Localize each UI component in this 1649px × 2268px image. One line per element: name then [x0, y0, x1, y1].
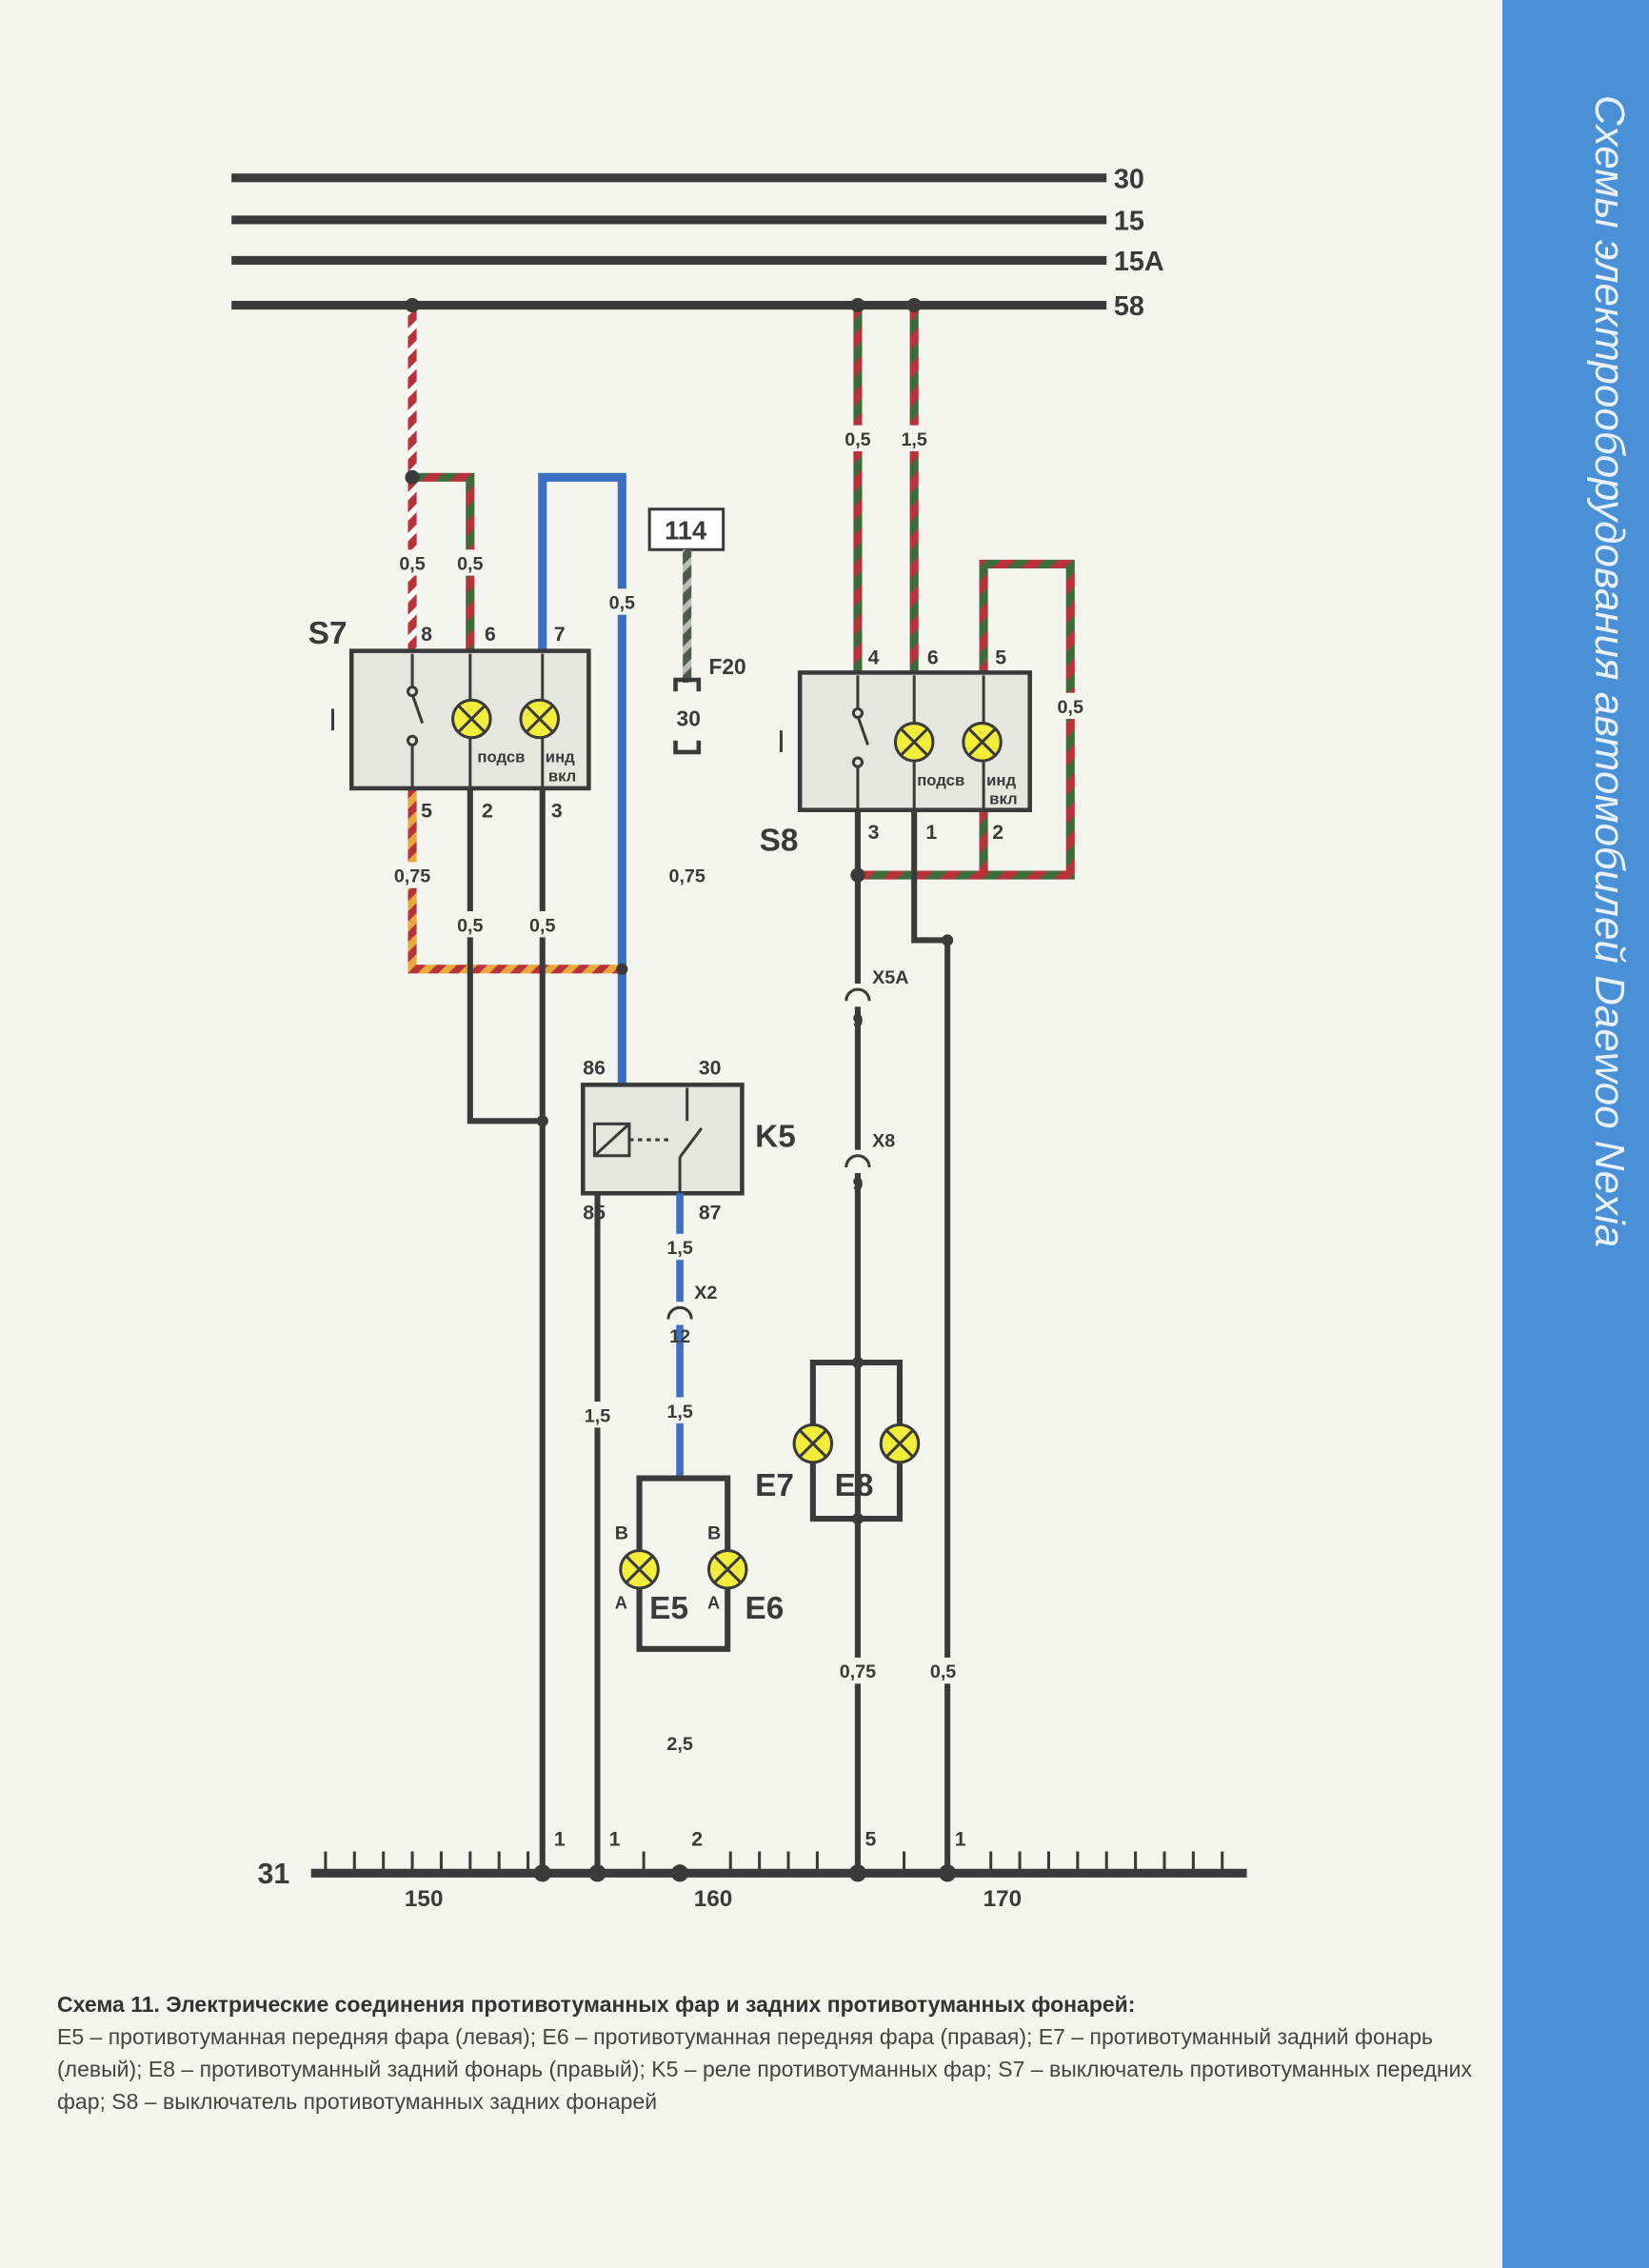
fuse-icon	[673, 677, 702, 755]
wire-size: 0,5	[930, 1661, 956, 1682]
pin-label: 85	[583, 1202, 606, 1224]
pin-label: 1	[925, 821, 937, 844]
connector-label: X5A	[872, 967, 908, 988]
switch-icon	[330, 653, 425, 788]
pin-label: 6	[927, 646, 939, 668]
wire-size: 0,5	[457, 915, 483, 936]
lamp-label-backlight: подсв	[477, 748, 525, 766]
lamp-label-on: вкл	[548, 766, 576, 785]
connector-pin: 9	[852, 1174, 863, 1195]
wire-size: 0,5	[399, 554, 425, 575]
lamp-label-ind: инд	[546, 748, 575, 766]
lamp-label-backlight: подсв	[917, 771, 964, 789]
block-114	[647, 507, 725, 551]
lamp-icon	[962, 722, 1003, 763]
wire-size: 1,5	[666, 1402, 692, 1422]
power-buses	[231, 173, 1107, 310]
s7-wires	[407, 305, 626, 1874]
lamp-icon	[451, 698, 492, 740]
pin-label: 30	[699, 1057, 722, 1080]
wire-size: 0,5	[529, 915, 555, 936]
pin-label: 86	[583, 1057, 606, 1080]
pin-label: 2	[482, 799, 493, 822]
fuse-rating: 30	[677, 706, 701, 731]
pin-label: 3	[551, 799, 563, 822]
wire-size: 0,5	[609, 593, 635, 614]
figure-caption: Схема 11. Электрические соединения проти…	[57, 1988, 1476, 2118]
fuse-label: F20	[708, 654, 745, 679]
pin-label: 5	[995, 646, 1006, 668]
switch-icon	[779, 675, 870, 810]
scale-label: 160	[694, 1886, 733, 1912]
pin-label: 1	[955, 1827, 966, 1850]
connector-pin: 12	[669, 1326, 690, 1347]
pin-label: 4	[868, 646, 880, 668]
ground-label: 31	[258, 1858, 290, 1890]
lamp-e7-icon	[792, 1422, 834, 1464]
pin-label: 6	[485, 623, 496, 646]
pin-label: B	[615, 1522, 628, 1543]
wire-size: 0,75	[394, 866, 430, 887]
ground-bus	[310, 1851, 1247, 1878]
connector-icon	[844, 1154, 871, 1168]
pin-label: 3	[868, 821, 880, 844]
caption-title: Схема 11. Электрические соединения проти…	[57, 1992, 1136, 2017]
scale-label: 170	[983, 1886, 1023, 1912]
bus-58-label: 58	[1114, 291, 1144, 322]
lamp-e8-icon	[879, 1422, 921, 1464]
wire-size: 0,75	[840, 1661, 876, 1682]
wire-size: 0,75	[668, 866, 705, 887]
pin-label: A	[707, 1593, 720, 1612]
lamp-icon	[893, 722, 935, 763]
wire-size: 2,5	[666, 1734, 692, 1755]
k5-relay-box	[581, 1083, 745, 1196]
e7-label: E7	[755, 1468, 794, 1503]
pin-label: 87	[699, 1202, 722, 1224]
wire-size: 0,5	[457, 554, 483, 575]
connector-pin: 9	[852, 1011, 863, 1032]
k5-label: K5	[755, 1120, 796, 1155]
lamp-label-ind: инд	[986, 771, 1016, 789]
bus-30-label: 30	[1114, 164, 1144, 194]
bus-15a-label: 15A	[1114, 247, 1164, 277]
connector-label: X2	[694, 1283, 717, 1303]
connector-icon	[666, 1305, 693, 1320]
pin-label: 7	[554, 623, 566, 646]
s8-label: S8	[760, 823, 799, 858]
caption-body: E5 – противотуманная передняя фара (лева…	[57, 2024, 1472, 2114]
wire-size: 1,5	[901, 429, 926, 450]
e8-label: E8	[835, 1468, 874, 1503]
pin-label: 1	[554, 1827, 566, 1850]
lamp-icon	[519, 698, 560, 740]
pin-label: 5	[421, 799, 432, 822]
wire-size: 1,5	[666, 1238, 692, 1259]
wire-size: 1,5	[585, 1405, 610, 1426]
pin-label: 5	[865, 1827, 877, 1850]
pin-label: 2	[992, 821, 1003, 844]
lamp-e5-icon	[619, 1548, 660, 1590]
lamp-label-on: вкл	[989, 790, 1017, 808]
s7-label: S7	[308, 616, 348, 651]
e6-label: E6	[745, 1591, 784, 1626]
relay-icon	[592, 1087, 704, 1194]
wire-size: 0,5	[1058, 697, 1083, 718]
scale-label: 150	[405, 1886, 444, 1912]
sidebar-band	[1502, 0, 1649, 2268]
connector-label: X8	[872, 1131, 895, 1152]
pin-label: 2	[691, 1827, 703, 1850]
connector-icon	[844, 987, 871, 1002]
pin-label: B	[707, 1522, 721, 1543]
lamp-e6-icon	[706, 1548, 748, 1590]
pin-label: 8	[421, 623, 432, 646]
e5-label: E5	[649, 1591, 688, 1626]
pin-label: 1	[609, 1827, 621, 1850]
block-114-label: 114	[665, 516, 707, 546]
bus-15-label: 15	[1114, 207, 1144, 237]
wire-size: 0,5	[844, 429, 870, 450]
pin-label: A	[615, 1593, 627, 1612]
